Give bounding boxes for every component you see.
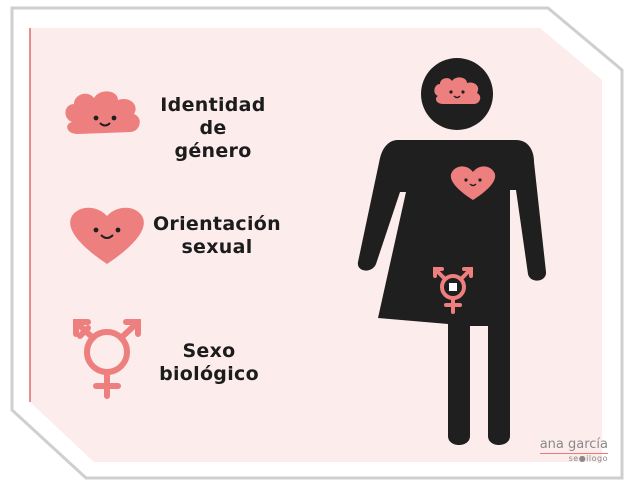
legend-label-line: biológico — [159, 363, 259, 385]
legend-label-line: sexual — [181, 236, 253, 258]
chest-heart-icon — [450, 166, 496, 200]
legend-label-biological-sex: Sexo biológico — [150, 340, 268, 386]
author-logo-text: se●ilogo — [568, 454, 608, 463]
legend-label-sexual-orientation: Orientación sexual — [150, 213, 284, 259]
groin-transgender-icon — [433, 267, 473, 314]
legend-label-gender-identity: Identidad de género — [158, 94, 268, 163]
body-shape — [357, 140, 547, 445]
author-credit: ana garcía se●ilogo — [539, 437, 608, 463]
brain-icon — [65, 91, 140, 134]
legend-label-line: Sexo — [182, 340, 236, 362]
author-name: ana garcía — [539, 437, 608, 454]
legend-label-line: de género — [174, 117, 252, 162]
head-brain-icon — [434, 77, 481, 104]
legend-label-line: Identidad — [160, 94, 266, 116]
heart-icon — [70, 207, 144, 264]
transgender-symbol-icon — [73, 319, 141, 399]
legend-label-line: Orientación — [152, 213, 281, 235]
